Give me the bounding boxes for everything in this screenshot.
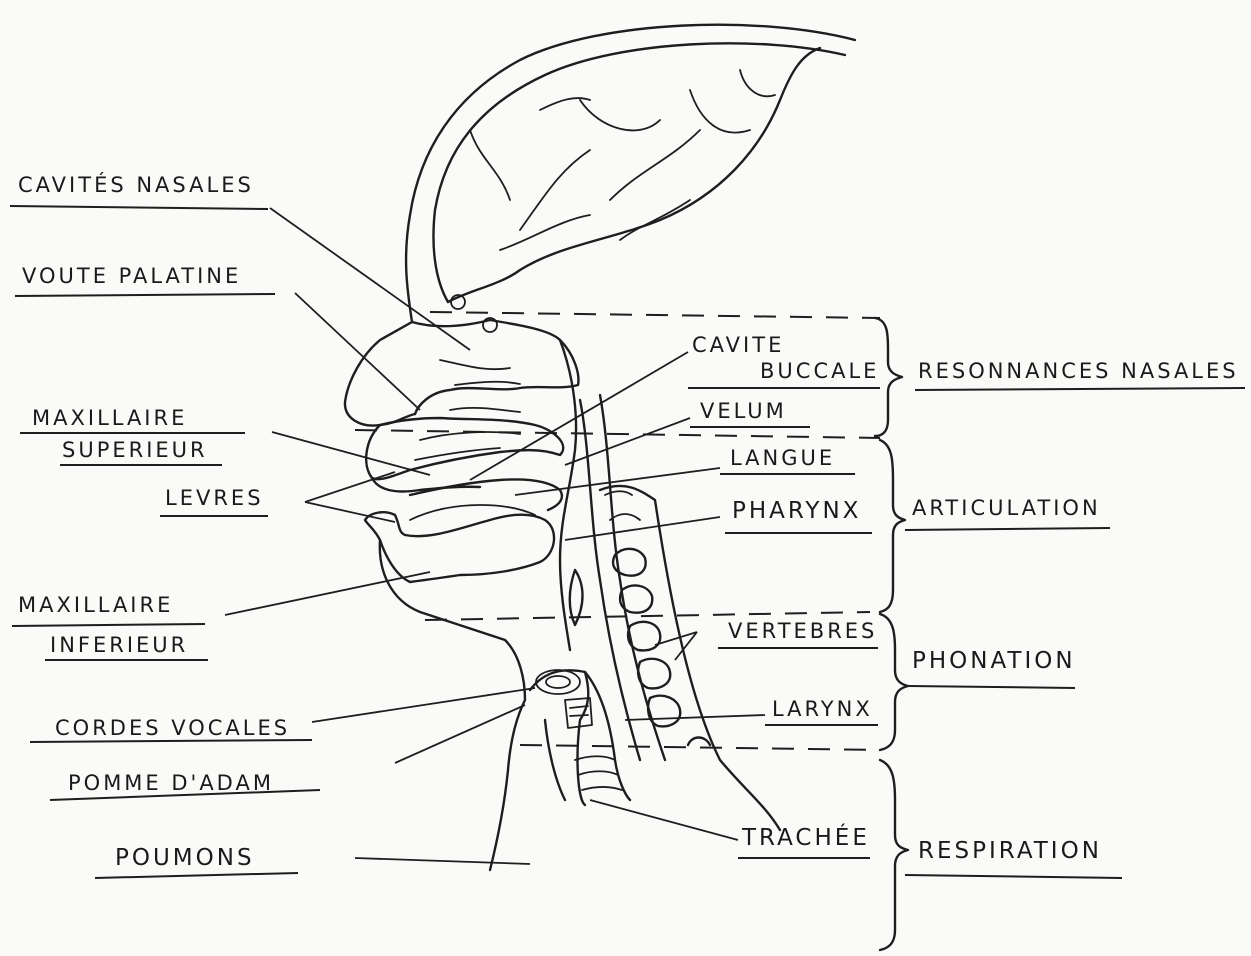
leader-voute-palatine <box>295 293 420 410</box>
brain-vessels <box>470 70 775 250</box>
label-poumons: POUMONS <box>115 845 255 871</box>
label-pharynx: PHARYNX <box>732 498 861 524</box>
underline-voute-palatine <box>15 294 275 296</box>
upper-jaw <box>366 418 563 479</box>
leader-cavites-nasales <box>270 208 470 350</box>
underline-poumons <box>95 873 298 878</box>
region-articulation: ARTICULATION <box>912 496 1101 520</box>
leader-pomme-adam <box>395 705 525 763</box>
larynx-back <box>585 672 630 800</box>
brace-respiration <box>880 760 908 950</box>
brace-articulation <box>880 440 905 612</box>
label-vertebres: VERTEBRES <box>728 619 877 643</box>
underline-phonation <box>908 686 1075 688</box>
lower-jaw <box>365 512 554 582</box>
teeth-lower <box>410 505 535 520</box>
leader-cavite-buccale <box>470 352 688 480</box>
divider-top <box>430 312 880 318</box>
brain-outline <box>448 48 820 302</box>
neck-back <box>600 486 780 830</box>
leader-cordes-vocales <box>312 688 535 722</box>
region-phonation: PHONATION <box>912 648 1076 674</box>
underline-articulation <box>905 528 1110 530</box>
label-larynx: LARYNX <box>772 697 873 721</box>
turbinates <box>440 360 520 412</box>
region-respiration: RESPIRATION <box>918 838 1102 864</box>
leader-maxillaire-inferieur <box>225 572 430 615</box>
leader-larynx <box>625 715 765 720</box>
label-maxillaire-inferieur-1: MAXILLAIRE <box>18 593 173 617</box>
leader-pharynx <box>565 517 720 540</box>
leader-lines <box>225 208 765 864</box>
label-levres: LEVRES <box>165 486 264 510</box>
vocal-cord-inner <box>546 676 570 688</box>
region-labels: RESONNANCES NASALES ARTICULATION PHONATI… <box>905 359 1245 878</box>
label-cordes-vocales: CORDES VOCALES <box>55 716 290 740</box>
region-resonnances-nasales: RESONNANCES NASALES <box>918 359 1239 383</box>
left-labels: CAVITÉS NASALES VOUTE PALATINE MAXILLAIR… <box>10 172 320 878</box>
label-cavite-buccale-2: BUCCALE <box>760 359 879 383</box>
leader-trachee <box>590 800 738 840</box>
label-cavites-nasales: CAVITÉS NASALES <box>18 172 254 197</box>
region-braces <box>875 318 908 950</box>
label-voute-palatine: VOUTE PALATINE <box>22 264 241 288</box>
label-pomme-adam: POMME D'ADAM <box>68 771 274 795</box>
vertebrae <box>605 491 710 745</box>
leader-poumons <box>355 858 530 864</box>
chin-neck <box>380 540 525 870</box>
underline-respiration <box>905 875 1122 878</box>
palate-lines <box>415 432 520 460</box>
spinal-canal-back <box>600 395 665 760</box>
label-velum: VELUM <box>700 399 787 423</box>
center-labels: CAVITE BUCCALE VELUM LANGUE PHARYNX VERT… <box>688 333 880 858</box>
label-trachee: TRACHÉE <box>741 823 870 851</box>
spinal-canal-front <box>580 400 640 760</box>
underline-cavites-nasales <box>10 206 268 209</box>
trachea-front <box>545 720 565 800</box>
label-cavite-buccale-1: CAVITE <box>692 333 784 357</box>
underline-cordes-vocales <box>30 740 312 742</box>
label-maxillaire-superieur-2: SUPERIEUR <box>62 438 208 462</box>
vocal-cord-ring <box>536 670 580 694</box>
brace-phonation <box>880 614 908 750</box>
nose <box>412 320 578 414</box>
leader-maxillaire-superieur <box>272 432 430 475</box>
label-langue: LANGUE <box>730 446 835 470</box>
underline-maxillaire-inferieur-1 <box>12 624 205 626</box>
divider-trachea <box>520 745 880 750</box>
underline-resonnances-nasales <box>915 388 1245 390</box>
label-maxillaire-superieur-1: MAXILLAIRE <box>32 406 187 430</box>
label-maxillaire-inferieur-2: INFERIEUR <box>50 633 188 657</box>
